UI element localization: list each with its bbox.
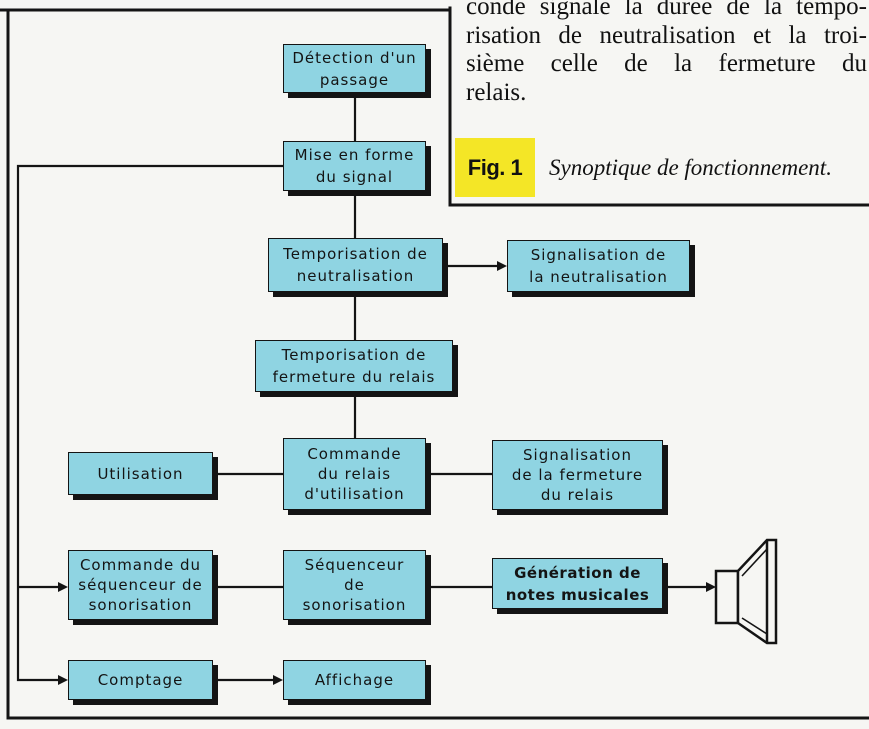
arrowhead-affichage — [273, 675, 283, 685]
article-line: risation de neutralisation et la troi- — [466, 21, 867, 49]
block-generation-notes: Génération de notes musicales — [492, 558, 663, 609]
block-affichage: Affichage — [283, 660, 426, 700]
block-label-line: la neutralisation — [529, 268, 668, 286]
block-label-line: Génération de — [514, 563, 641, 582]
block-label-line: Temporisation de — [283, 245, 428, 263]
figure-label: Fig. 1 — [455, 138, 535, 197]
block-signalisation-fermeture: Signalisation de la fermeture du relais — [492, 440, 663, 510]
arrowhead-commande-sequenceur — [58, 582, 68, 592]
block-label-line: Signalisation — [523, 446, 632, 464]
arrowhead-comptage — [58, 675, 68, 685]
block-label-line: Utilisation — [97, 464, 184, 483]
block-temporisation-fermeture: Temporisation de fermeture du relais — [255, 340, 453, 392]
block-detection-passage: Détection d'un passage — [283, 44, 426, 93]
block-label-line: Temporisation de — [281, 346, 427, 364]
article-line: relais. — [466, 78, 527, 106]
article-line: sième celle de la fermeture du — [466, 50, 867, 77]
block-label-line: fermeture du relais — [272, 368, 436, 386]
block-label-line: Signalisation de — [530, 246, 667, 264]
block-label-line: séquenceur de — [78, 576, 203, 594]
block-label-line: sonorisation — [302, 596, 407, 614]
article-line: conde signale la durée de la tempo- — [466, 0, 867, 20]
block-sequenceur-sonorisation: Séquenceur de sonorisation — [283, 550, 426, 620]
block-signalisation-neutralisation: Signalisation de la neutralisation — [507, 240, 690, 292]
block-label-line: Séquenceur — [304, 556, 405, 574]
block-commande-sequenceur: Commande du séquenceur de sonorisation — [68, 550, 213, 620]
block-label-line: du signal — [315, 168, 394, 186]
article-text-column: conde signale la durée de la tempo- risa… — [466, 0, 867, 107]
block-commande-relais: Commande du relais d'utilisation — [283, 438, 426, 510]
block-label-line: Mise en forme — [294, 146, 415, 164]
block-label-line: notes musicales — [505, 585, 650, 604]
frame-inset-border — [448, 6, 869, 207]
block-label-line: du relais — [540, 486, 615, 504]
block-label-line: du relais — [317, 465, 392, 483]
block-label-line: passage — [319, 70, 390, 89]
block-label-line: Détection d'un — [292, 48, 417, 67]
block-label-line: Comptage — [97, 671, 184, 689]
block-label-line: de la fermeture — [511, 466, 644, 484]
arrowhead-signalisation-neutralisation — [497, 261, 507, 271]
block-temporisation-neutralisation: Temporisation de neutralisation — [268, 238, 443, 292]
block-label-line: Commande — [307, 445, 402, 463]
figure-caption: Synoptique de fonctionnement. — [549, 155, 832, 180]
block-comptage: Comptage — [68, 660, 213, 700]
block-mise-en-forme: Mise en forme du signal — [283, 141, 426, 191]
block-label-line: d'utilisation — [304, 485, 405, 503]
block-label-line: Affichage — [314, 671, 395, 689]
block-label-line: sonorisation — [88, 596, 193, 614]
block-label-line: neutralisation — [296, 267, 415, 285]
loudspeaker-icon — [714, 538, 778, 645]
block-label-line: de — [344, 576, 365, 594]
arrowhead-speaker — [706, 582, 716, 592]
connector-mise-en-forme-to-left-bus — [16, 164, 283, 682]
block-label-line: Commande du — [79, 556, 202, 574]
block-utilisation: Utilisation — [68, 452, 213, 495]
